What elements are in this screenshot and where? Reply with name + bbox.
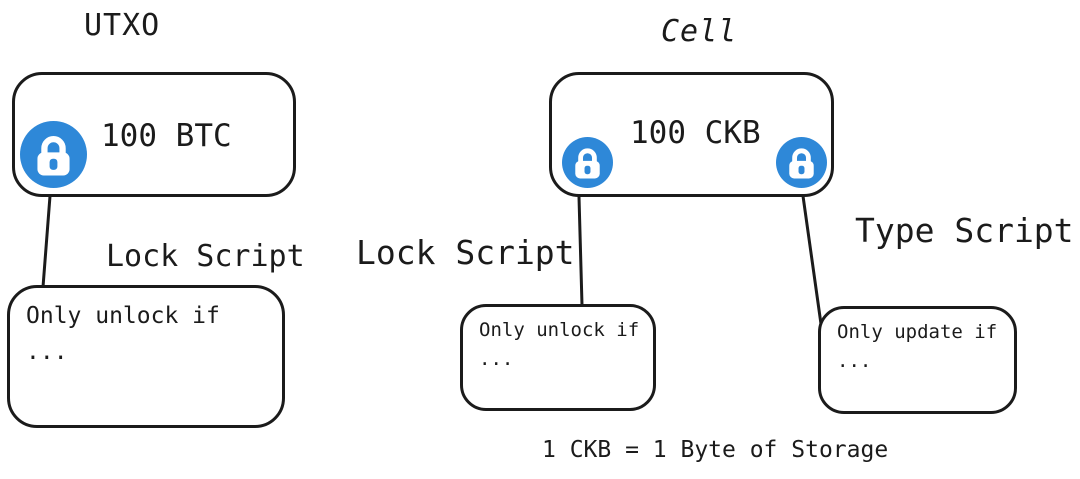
cell-type-script-box: Only update if ...: [818, 306, 1017, 414]
cell-lockscript-connector: [577, 195, 584, 307]
utxo-lock-script-label: Lock Script: [106, 239, 305, 274]
utxo-lock-script-ellipsis: ...: [26, 338, 68, 365]
utxo-amount: 100 BTC: [101, 118, 232, 154]
cell-lock-script-box: Only unlock if ...: [460, 304, 656, 411]
utxo-lock-script-box: Only unlock if ...: [7, 285, 285, 428]
cell-typescript-connector: [801, 194, 823, 326]
utxo-lock-script-condition: Only unlock if: [26, 303, 220, 329]
lock-icon: [20, 121, 87, 188]
lock-icon: [776, 137, 827, 188]
cell-type-script-ellipsis: ...: [837, 350, 872, 373]
cell-lock-script-ellipsis: ...: [479, 348, 514, 371]
utxo-lockscript-connector: [41, 194, 52, 289]
cell-type-script-condition: Only update if: [837, 321, 998, 343]
cell-lock-script-condition: Only unlock if: [479, 319, 640, 341]
cell-type-script-label: Type Script: [855, 211, 1074, 250]
cell-amount: 100 CKB: [630, 115, 761, 151]
utxo-title: UTXO: [84, 8, 161, 43]
caption: 1 CKB = 1 Byte of Storage: [542, 437, 889, 463]
lock-icon: [562, 137, 613, 188]
cell-lock-script-label: Lock Script: [356, 233, 575, 272]
cell-title: Cell: [661, 14, 738, 49]
